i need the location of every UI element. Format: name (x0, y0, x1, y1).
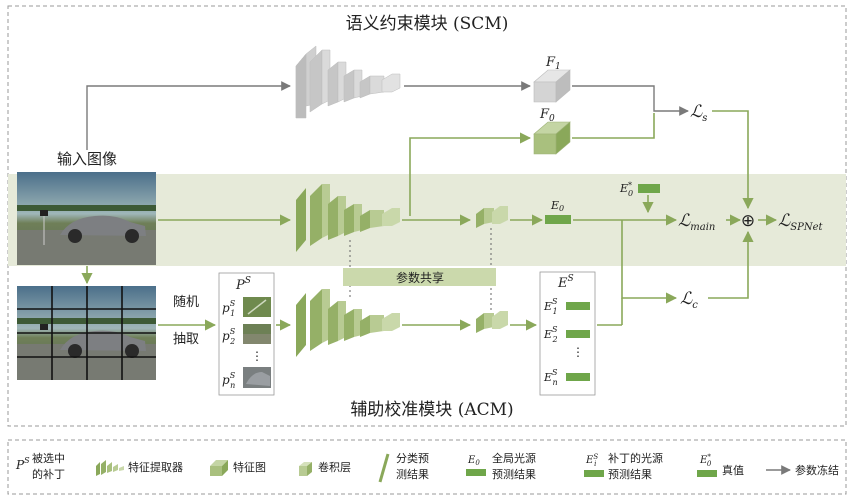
svg-text:pS2: pS2 (222, 327, 236, 346)
f1-feature-map (533, 69, 571, 103)
loss-c-label: ℒc (680, 289, 698, 311)
legend-global-text-2: 预测结果 (492, 468, 536, 481)
f1-label: F1 (545, 55, 561, 72)
legend-patch-text-1: 被选中 (32, 452, 65, 465)
legend-patch-text-2: 的补丁 (32, 467, 65, 481)
svg-text:pSn: pSn (222, 371, 236, 390)
legend-cls-text-1: 分类预 (396, 451, 429, 465)
legend-feature-map-icon (210, 460, 228, 476)
arrow-f0-to-loss-s (572, 113, 655, 139)
param-share-box (343, 268, 496, 286)
svg-text:ESn: ESn (543, 368, 558, 387)
input-image-label: 输入图像 (57, 150, 117, 168)
svg-text:ES1: ES1 (543, 297, 558, 316)
loss-total-label: ℒSPNet (778, 211, 823, 233)
estimate-vdots: ⋮ (572, 345, 584, 359)
legend-frozen-text: 参数冻结 (795, 463, 839, 477)
legend-patch-pred-text-2: 预测结果 (608, 468, 652, 481)
acm-title: 辅助校准模块 (ACM) (350, 400, 513, 420)
scm-title: 语义约束模块 (SCM) (346, 14, 509, 34)
main-conv-layers (476, 206, 508, 228)
legend: PS 被选中 的补丁 特征提取器 特征图 卷积层 分类预 测结果 E0 全局光源 (15, 451, 839, 483)
scm-feature-extractor (295, 45, 401, 119)
random-extract-line1: 随机 (173, 295, 199, 310)
legend-patch-symbol: PS (15, 456, 30, 472)
legend-global-bar (466, 469, 486, 476)
arrow-loss-s-to-sum (712, 110, 754, 210)
acm-conv-layers (476, 311, 508, 333)
arrow-loss-c-to-sum (708, 230, 754, 299)
arrow-f1-to-loss-s (572, 85, 689, 116)
e0-gt-bar (638, 184, 660, 193)
legend-patch-pred-bar (584, 470, 604, 477)
f0-feature-map (533, 121, 571, 155)
e0-label: E0 (550, 199, 564, 213)
svg-text:ES2: ES2 (543, 325, 558, 344)
legend-cls-text-2: 测结果 (396, 468, 429, 481)
legend-conv-text: 卷积层 (318, 460, 351, 474)
e0-prediction-bar (545, 215, 571, 224)
legend-gt-symbol: E*0 (699, 453, 712, 468)
legend-global-text-1: 全局光源 (492, 451, 536, 465)
sum-operator: ⊕ (741, 211, 755, 231)
legend-cls-icon (378, 453, 390, 483)
gridded-image (17, 286, 156, 380)
legend-global-symbol: E0 (467, 455, 480, 467)
random-extract-line2: 抽取 (173, 332, 199, 347)
loss-main-label: ℒmain (678, 211, 715, 233)
arrow-main-to-f0 (409, 132, 532, 216)
svg-text:pS1: pS1 (222, 299, 236, 318)
f0-label: F0 (539, 107, 555, 124)
e0-gt-label: E*0 (619, 181, 633, 198)
legend-conv-icon (299, 462, 312, 476)
legend-feature-map-text: 特征图 (233, 460, 266, 474)
input-image (17, 172, 156, 265)
patch-vdots: ⋮ (251, 349, 263, 363)
legend-extractor-text: 特征提取器 (128, 460, 183, 474)
legend-gt-bar (697, 470, 717, 477)
acm-feature-extractor (296, 289, 400, 357)
patch-set-label: PS (235, 276, 251, 293)
estimate-set-label: ES (557, 274, 574, 291)
arrow-input-to-scm (86, 81, 291, 150)
legend-dashed-frame (7, 439, 847, 495)
legend-gt-text: 真值 (722, 463, 744, 477)
loss-s-label: ℒs (690, 102, 707, 124)
main-feature-extractor (296, 184, 400, 252)
legend-extractor-icon (96, 460, 124, 476)
legend-patch-pred-text-1: 补丁的光源 (608, 451, 663, 465)
param-share-label: 参数共享 (396, 270, 444, 285)
